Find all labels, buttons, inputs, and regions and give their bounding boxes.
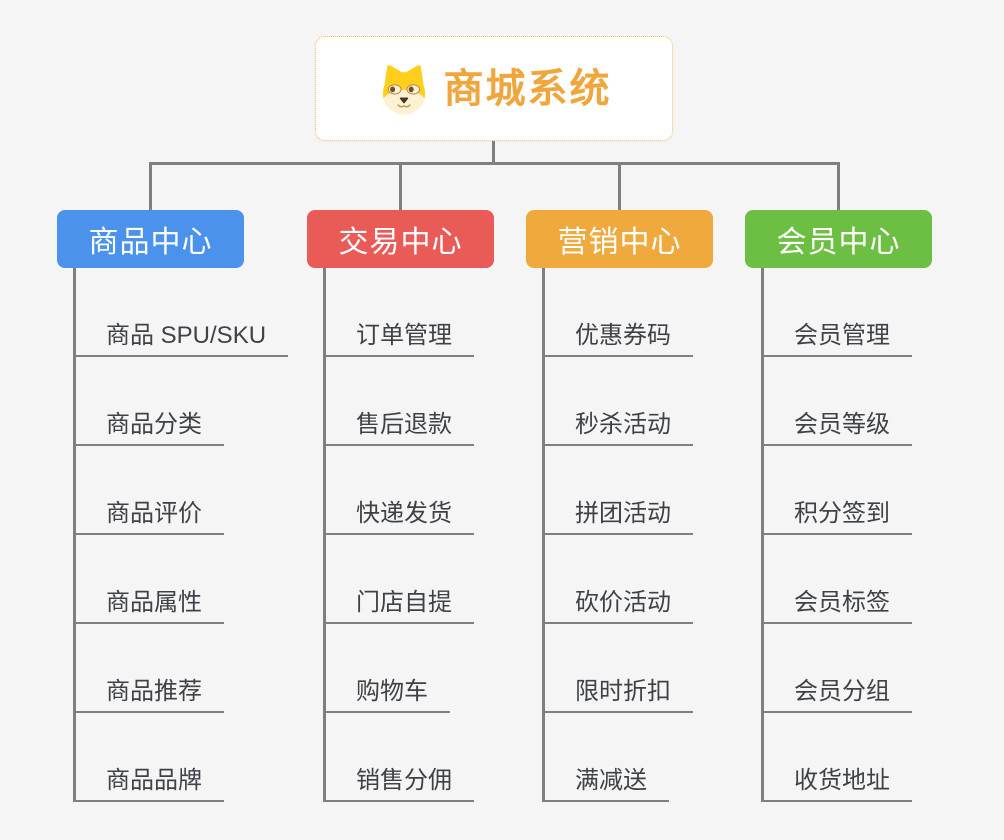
connector-vline: [761, 268, 764, 802]
subtree-product-center: 商品 SPU/SKU 商品分类 商品评价 商品属性 商品推荐 商品品牌: [57, 268, 317, 804]
leaf-node[interactable]: 商品评价: [73, 493, 224, 535]
root-node-title: 商城系统: [443, 66, 612, 111]
leaf-node[interactable]: 商品分类: [73, 404, 224, 446]
connector-vline: [323, 268, 326, 802]
leaf-node[interactable]: 秒杀活动: [542, 404, 693, 446]
leaf-node[interactable]: 门店自提: [323, 582, 474, 624]
branch-header-member-center[interactable]: 会员中心: [745, 210, 932, 268]
subtree-trade-center: 订单管理 售后退款 快递发货 门店自提 购物车 销售分佣: [307, 268, 567, 804]
leaf-node[interactable]: 会员等级: [761, 404, 912, 446]
leaf-node[interactable]: 会员管理: [761, 315, 912, 357]
connector-drop-product: [149, 162, 152, 210]
branch-header-trade-center[interactable]: 交易中心: [307, 210, 494, 268]
leaf-node[interactable]: 商品 SPU/SKU: [73, 315, 289, 357]
subtree-marketing-center: 优惠券码 秒杀活动 拼团活动 砍价活动 限时折扣 满减送: [526, 268, 786, 804]
leaf-node[interactable]: 销售分佣: [323, 760, 474, 802]
connector-drop-member: [837, 162, 840, 210]
leaf-node[interactable]: 会员标签: [761, 582, 912, 624]
root-node[interactable]: 商城系统: [315, 36, 673, 141]
leaf-node[interactable]: 会员分组: [761, 671, 912, 713]
connector-root-stub: [492, 141, 495, 163]
connector-vline: [542, 268, 545, 802]
dog-face-icon: [382, 64, 425, 114]
branch-header-marketing-center[interactable]: 营销中心: [526, 210, 713, 268]
leaf-node[interactable]: 满减送: [542, 760, 669, 802]
leaf-node[interactable]: 订单管理: [323, 315, 474, 357]
leaf-node[interactable]: 积分签到: [761, 493, 912, 535]
leaf-node[interactable]: 快递发货: [323, 493, 474, 535]
leaf-node[interactable]: 商品推荐: [73, 671, 224, 713]
leaf-node[interactable]: 售后退款: [323, 404, 474, 446]
leaf-node[interactable]: 商品品牌: [73, 760, 224, 802]
subtree-member-center: 会员管理 会员等级 积分签到 会员标签 会员分组 收货地址: [745, 268, 1004, 804]
connector-vline: [73, 268, 76, 802]
leaf-node[interactable]: 商品属性: [73, 582, 224, 624]
connector-drop-marketing: [618, 162, 621, 210]
leaf-node[interactable]: 砍价活动: [542, 582, 693, 624]
leaf-node[interactable]: 限时折扣: [542, 671, 693, 713]
leaf-node[interactable]: 收货地址: [761, 760, 912, 802]
connector-drop-trade: [399, 162, 402, 210]
leaf-node[interactable]: 购物车: [323, 671, 450, 713]
branch-header-product-center[interactable]: 商品中心: [57, 210, 244, 268]
leaf-node[interactable]: 拼团活动: [542, 493, 693, 535]
connector-horizontal-bar: [149, 162, 840, 165]
leaf-node[interactable]: 优惠券码: [542, 315, 693, 357]
